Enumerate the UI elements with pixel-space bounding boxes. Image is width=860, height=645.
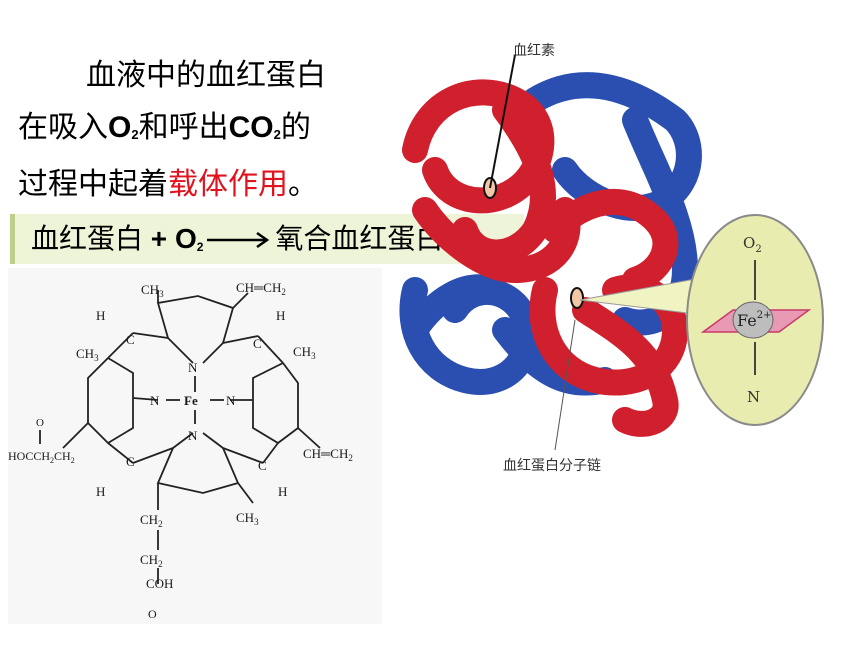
heme-label-ch3-bottom: CH3	[236, 510, 259, 527]
heme-label-h2: H	[276, 308, 285, 323]
heme-label-o-bottom: O	[148, 607, 157, 621]
heme-label-c2: C	[253, 336, 262, 351]
heme-label-h4: H	[278, 484, 287, 499]
heme-structure-diagram: CH3 CH═CH2 H H C C CH3 CH3 N N Fe N N O …	[8, 280, 353, 621]
eq-o2-main: O	[174, 223, 197, 254]
heme-label-c4: C	[258, 458, 267, 473]
heme-fe: Fe	[184, 393, 198, 408]
chain-label: 血红蛋白分子链	[503, 458, 601, 474]
heme-structure-image: CH3 CH═CH2 H H C C CH3 CH3 N N Fe N N O …	[8, 268, 382, 624]
heme-label-propionate-left: HOCCH2CH2	[8, 449, 75, 465]
arrow-icon	[207, 231, 270, 249]
heme-label-ch2-a: CH2	[140, 512, 163, 529]
reactant-text: 血红蛋白	[31, 222, 144, 255]
o2-formula: O2	[108, 111, 139, 144]
heme-label: 血红素	[513, 43, 555, 59]
heme-n-left: N	[150, 393, 160, 408]
hemoglobin-illustration: O2 Fe2+ N 血红素 血红蛋白分子链	[399, 43, 824, 474]
o2-sub: 2	[131, 127, 139, 142]
heme-label-ch3-left: CH3	[76, 346, 99, 363]
heme-label-coh: COH	[146, 576, 173, 591]
co2-formula: CO2	[229, 111, 281, 144]
highlight-text: 载体作用	[168, 167, 288, 202]
description-paragraph: 血液中的血红蛋白 在吸入O2和呼出CO2的 过程中起着载体作用。	[18, 50, 378, 211]
paragraph-line-2: 在吸入O2和呼出CO2的	[18, 102, 378, 159]
eq-o2-sub: 2	[196, 240, 204, 254]
heme-n-bottom: N	[188, 428, 198, 443]
line2-text-c: 的	[280, 110, 311, 145]
heme-label-c3: C	[126, 454, 135, 469]
heme-label-o-left: O	[36, 417, 44, 429]
heme-label-h3: H	[96, 484, 105, 499]
heme-label-vinyl-top: CH═CH2	[236, 280, 286, 297]
line2-text-b: 和呼出	[138, 110, 229, 145]
heme-label-ch3-right: CH3	[293, 344, 316, 361]
plus-sign: +	[143, 223, 175, 254]
heme-label-vinyl-right: CH═CH2	[303, 446, 353, 463]
paragraph-line-1: 血液中的血红蛋白	[18, 50, 378, 102]
heme-label-ch3-top: CH3	[141, 282, 164, 299]
heme-label-c1: C	[126, 332, 135, 347]
product-text: 氧合血红蛋白	[275, 222, 444, 255]
heme-label-h1: H	[96, 308, 105, 323]
line3-end: 。	[288, 167, 318, 202]
heme-n-right: N	[226, 393, 236, 408]
o2-main: O	[108, 111, 132, 144]
heme-n-top: N	[188, 360, 198, 375]
hemoglobin-figure: O2 Fe2+ N 血红素 血红蛋白分子链	[385, 30, 855, 480]
heme-label-ch2-b: CH2	[140, 552, 163, 569]
line2-text-a: 在吸入	[18, 110, 108, 145]
line3-text-a: 过程中起着	[18, 167, 168, 202]
line1-text: 血液中的血红蛋白	[86, 58, 326, 93]
co2-main: CO	[228, 111, 274, 144]
co2-sub: 2	[273, 127, 281, 142]
paragraph-line-3: 过程中起着载体作用。	[18, 159, 378, 211]
inset-n-label: N	[747, 388, 760, 406]
